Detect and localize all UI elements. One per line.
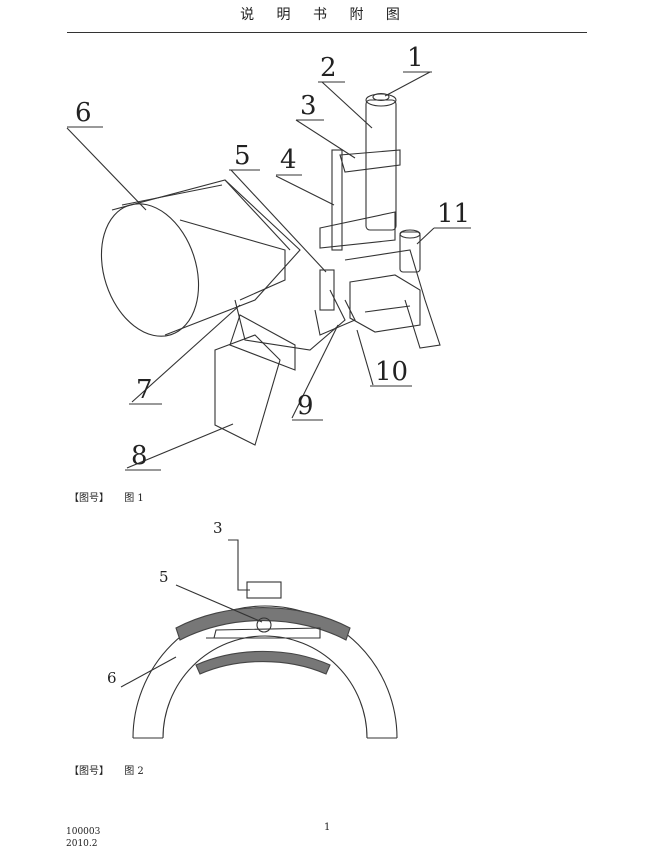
block-3 [246,581,282,599]
leader-11 [416,227,435,245]
box-10 [349,274,421,333]
leader-3 [295,119,356,159]
box-grill [364,305,411,313]
leader-f2-6 [120,656,177,688]
fig1-label-9: 9 [297,391,314,421]
fig1-label-10: 10 [375,357,408,387]
fig1-label-8: 8 [131,441,148,471]
arch-outer [132,605,398,739]
doc-code: 100003 [66,827,101,837]
arm-edge [224,179,291,251]
fig1-label-6: 6 [75,98,92,128]
column-cap [372,92,390,102]
leader-8 [126,423,234,469]
foot [214,334,281,446]
column-cylinder [365,99,397,231]
clamp-lower [319,211,396,249]
caption-text: 图 2 [124,766,144,777]
channel [206,627,321,639]
fig1-label-4: 4 [280,145,297,175]
fig2-label-5: 5 [159,568,169,586]
part-11 [399,231,421,273]
right-arc [344,249,441,349]
leader-9 [291,324,339,419]
leader-4 [275,175,335,206]
figure-2-drawing [120,539,398,739]
fig1-label-11: 11 [437,199,470,229]
leader-10 [356,329,374,386]
part-5 [319,269,335,311]
arch-inner [162,635,368,739]
inner-band [195,650,331,675]
drum-ellipse [100,203,200,337]
ball-5 [256,617,272,633]
link-9 [314,299,356,336]
base-block [234,289,346,351]
base-front [229,314,296,371]
caption-text: 图 1 [124,493,144,504]
caption-tag: 【图号】 [69,493,109,504]
leader-6 [66,127,147,211]
page-title: 说 明 书 附 图 [240,7,409,23]
header-rule [67,32,587,33]
rod-4 [331,149,343,251]
outer-band [175,607,351,641]
leader-7 [131,304,241,403]
fig1-label-2: 2 [320,53,337,83]
figure-1-caption: 【图号】 图 1 [69,489,144,504]
arm-block [179,219,286,301]
drum-top-edge [121,184,223,206]
leader-f2-3 [228,539,250,591]
page-number: 1 [324,822,331,833]
caption-tag: 【图号】 [69,766,109,777]
fig1-label-5: 5 [234,141,251,171]
leader-f2-5 [175,584,263,623]
leader-1 [384,71,431,97]
drum-body [111,179,301,336]
fig1-label-1: 1 [407,43,424,73]
leader-5 [230,169,327,273]
fig2-label-3: 3 [213,519,223,537]
doc-date: 2010.2 [66,839,98,849]
fig1-label-3: 3 [300,91,317,121]
figure-2-caption: 【图号】 图 2 [69,762,144,777]
fig2-label-6: 6 [107,669,117,687]
fig1-label-7: 7 [136,375,153,405]
clamp-upper [339,149,401,173]
leader-2 [321,81,373,129]
